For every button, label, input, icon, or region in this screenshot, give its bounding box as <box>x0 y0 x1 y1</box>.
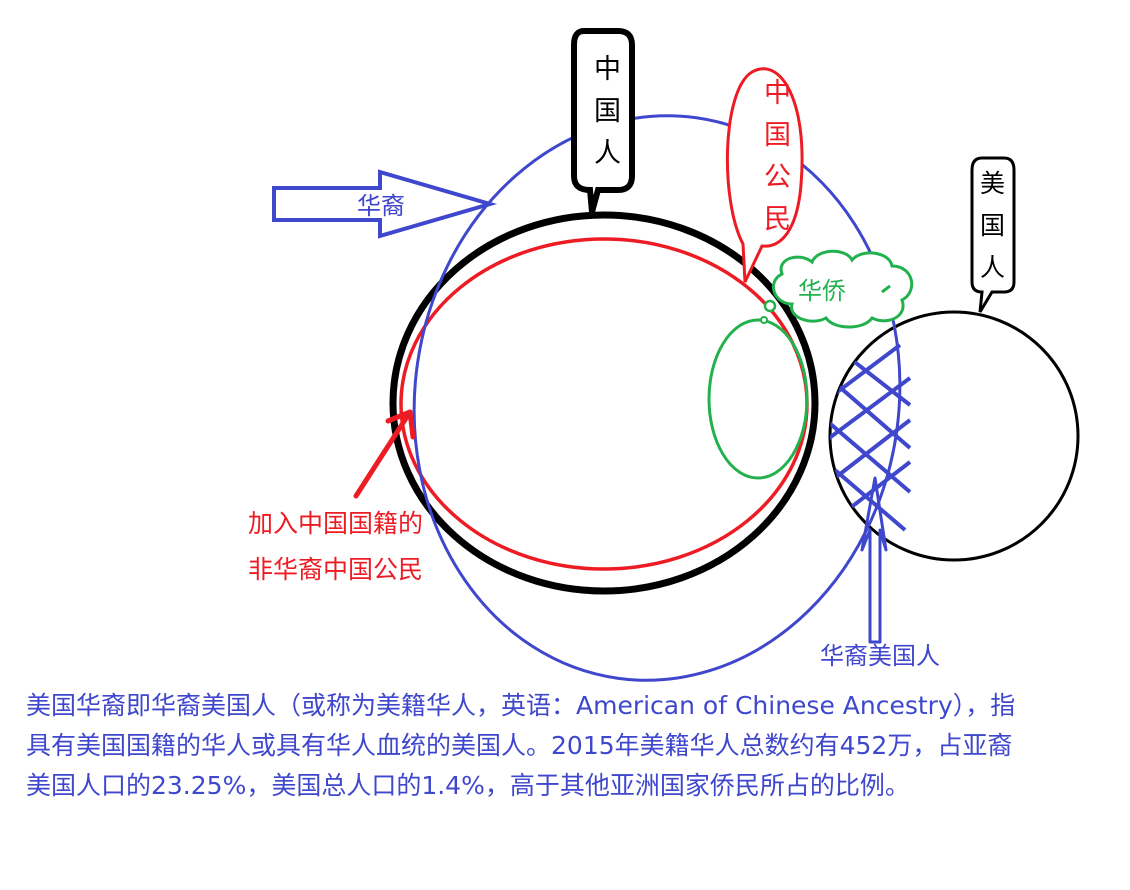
chinese-citizens-char-2: 国 <box>764 120 791 151</box>
chinese-citizens-char-4: 民 <box>764 204 791 235</box>
chinese-citizens-char-3: 公 <box>764 162 791 193</box>
ethnic-chinese-label: 华裔 <box>357 192 405 220</box>
chinese-people-callout: 中 国 人 <box>571 28 635 213</box>
overseas-chinese-label: 华侨 <box>798 277 846 305</box>
chinese-people-char-3: 人 <box>594 138 621 169</box>
description-line-3: 美国人口的23.25%，美国总人口的1.4%，高于其他亚洲国家侨民所占的比例。 <box>26 771 910 800</box>
overseas-chinese-cloud: 华侨 <box>760 249 914 329</box>
chinese-people-char-2: 国 <box>594 96 621 127</box>
americans-callout: 美 国 人 <box>970 156 1016 313</box>
overseas-chinese-circle <box>707 318 809 480</box>
ethnic-chinese-circle <box>412 114 902 682</box>
chinese-citizens-char-1: 中 <box>764 78 791 109</box>
chinese-citizens-circle <box>399 237 809 571</box>
description-line-1: 美国华裔即华裔美国人（或称为美籍华人，英语：American of Chines… <box>26 691 1016 720</box>
description-paragraph: 美国华裔即华裔美国人（或称为美籍华人，英语：American of Chines… <box>26 686 1096 806</box>
americans-char-2: 国 <box>980 211 1005 240</box>
naturalized-label-line2: 非华裔中国公民 <box>248 555 423 584</box>
chinese-americans-arrow <box>860 476 888 644</box>
ethnic-chinese-arrow: 华裔 <box>272 169 498 239</box>
chinese-people-circle <box>389 211 819 595</box>
chinese-citizens-callout: 中 国 公 民 <box>725 67 804 283</box>
chinese-people-char-1: 中 <box>594 54 621 85</box>
naturalized-arrow <box>353 409 416 499</box>
americans-char-3: 人 <box>980 253 1005 282</box>
americans-char-1: 美 <box>980 169 1005 198</box>
naturalized-label-line1: 加入中国国籍的 <box>248 509 423 538</box>
chinese-americans-label: 华裔美国人 <box>820 642 940 670</box>
description-line-2: 具有美国国籍的华人或具有华人血统的美国人。2015年美籍华人总数约有452万，占… <box>26 731 1013 760</box>
